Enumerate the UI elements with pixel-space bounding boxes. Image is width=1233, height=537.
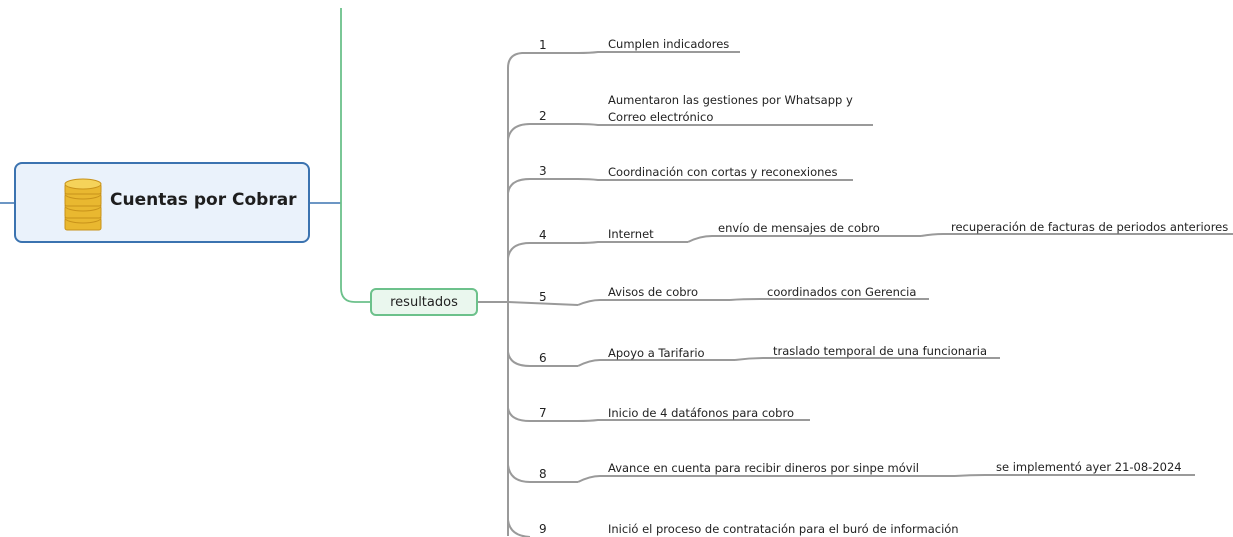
item-2-connector [507, 123, 578, 141]
item-6-text[interactable]: Apoyo a Tarifario [608, 346, 705, 360]
item-9-text[interactable]: Inició el proceso de contratación para e… [608, 522, 959, 536]
item-7-connector [507, 407, 578, 422]
item-4-sub-1[interactable]: envío de mensajes de cobro [718, 221, 880, 235]
item-1-text[interactable]: Cumplen indicadores [608, 37, 730, 51]
central-topic-label: Cuentas por Cobrar [110, 190, 297, 210]
item-number: 3 [539, 164, 547, 178]
resultados-node[interactable]: resultados [370, 288, 478, 316]
item-number: 2 [539, 109, 547, 123]
item-3-text[interactable]: Coordinación con cortas y reconexiones [608, 165, 838, 179]
item-4-sub-2[interactable]: recuperación de facturas de periodos ant… [951, 220, 1229, 234]
item-5-connector [507, 301, 579, 306]
item-2-text-line1[interactable]: Aumentaron las gestiones por Whatsapp y [608, 93, 853, 107]
item-5-sub-1[interactable]: coordinados con Gerencia [767, 285, 917, 299]
item-number: 6 [539, 351, 547, 365]
resultados-label: resultados [390, 295, 458, 310]
item-number: 7 [539, 406, 547, 420]
item-1-connector [507, 52, 578, 69]
item-number: 9 [539, 522, 547, 536]
item-6-sub-1[interactable]: traslado temporal de una funcionaria [773, 344, 988, 358]
item-4-text[interactable]: Internet [608, 227, 654, 241]
item-6-connector [507, 351, 578, 367]
item-7-text[interactable]: Inicio de 4 datáfonos para cobro [608, 406, 794, 420]
item-number: 5 [539, 290, 547, 304]
item-9-connector [507, 519, 531, 537]
item-8-text[interactable]: Avance en cuenta para recibir dineros po… [608, 461, 919, 475]
item-8-connector [507, 464, 578, 483]
item-2-text-line2[interactable]: Correo electrónico [608, 110, 714, 124]
item-8-sub-1[interactable]: se implementó ayer 21-08-2024 [996, 460, 1182, 474]
coins-icon [64, 178, 102, 231]
central-topic[interactable] [14, 162, 310, 243]
item-5-text[interactable]: Avisos de cobro [608, 285, 699, 299]
item-number: 1 [539, 38, 547, 52]
item-number: 4 [539, 228, 547, 242]
resultados-connector [340, 8, 370, 303]
item-3-connector [507, 178, 578, 194]
item-4-connector [507, 242, 578, 259]
item-number: 8 [539, 467, 547, 481]
